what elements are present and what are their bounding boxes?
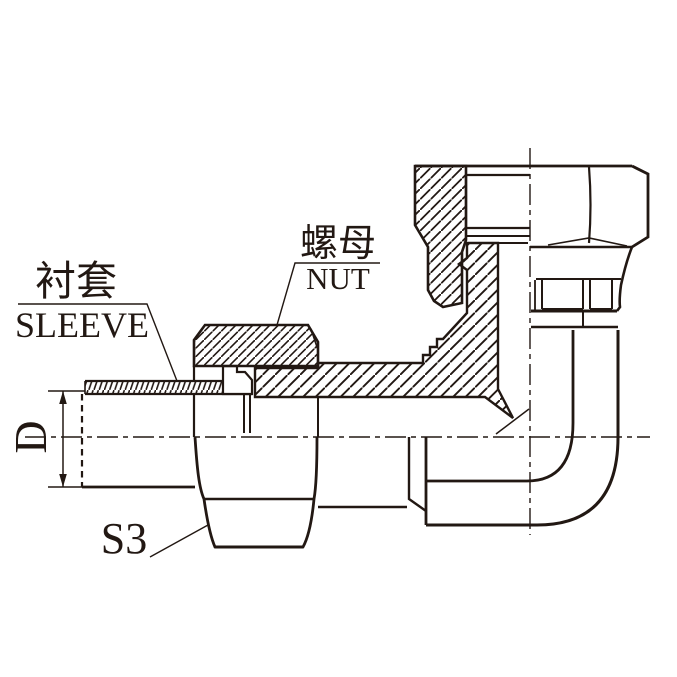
sleeve-label-cn: 衬套 (35, 258, 117, 304)
dimension-d-text: D (5, 420, 56, 453)
s3-hex-nut (193, 436, 319, 549)
nut-label: 螺母 NUT (276, 223, 380, 326)
thread-cavity (464, 173, 530, 230)
nut-skirt-contour (615, 246, 634, 312)
sleeve-label: 衬套 SLEEVE (15, 258, 178, 382)
bend-inner-edge (426, 330, 575, 483)
sleeve-leader-line (18, 303, 178, 382)
s3-leader-line (149, 524, 209, 558)
swivel-nut (413, 164, 650, 309)
nut-leader-line (276, 262, 380, 326)
center-lines (25, 148, 650, 535)
sleeve-label-en: SLEEVE (15, 305, 149, 345)
bend-outer-edge (426, 330, 620, 527)
s3-label-text: S3 (101, 514, 147, 563)
hex-flat-edges (541, 279, 613, 309)
elbow-bend (318, 330, 620, 527)
tube (80, 394, 195, 489)
swivel-nut-facet-arcs (547, 237, 628, 247)
dim-arrow-up (59, 391, 67, 404)
s3-label: S3 (101, 514, 209, 563)
body-collar (531, 246, 634, 329)
dimension-d: D (5, 390, 112, 488)
neck-corner (407, 437, 427, 512)
dim-arrow-down (59, 474, 67, 487)
swivel-nut-facet-line (587, 166, 592, 244)
nut-label-en: NUT (306, 261, 370, 296)
swivel-nut-right-chamfers (631, 164, 650, 249)
body-section (253, 241, 530, 435)
nut-label-cn: 螺母 (300, 223, 376, 265)
swivel-nut-section (413, 164, 468, 309)
bore-intersection-edge (495, 408, 530, 435)
nut-chamfer-back-edge (310, 328, 319, 351)
sleeve-flange-section (221, 364, 254, 433)
thread-relief-lines (466, 235, 530, 244)
sleeve-bite-edge (243, 394, 251, 433)
